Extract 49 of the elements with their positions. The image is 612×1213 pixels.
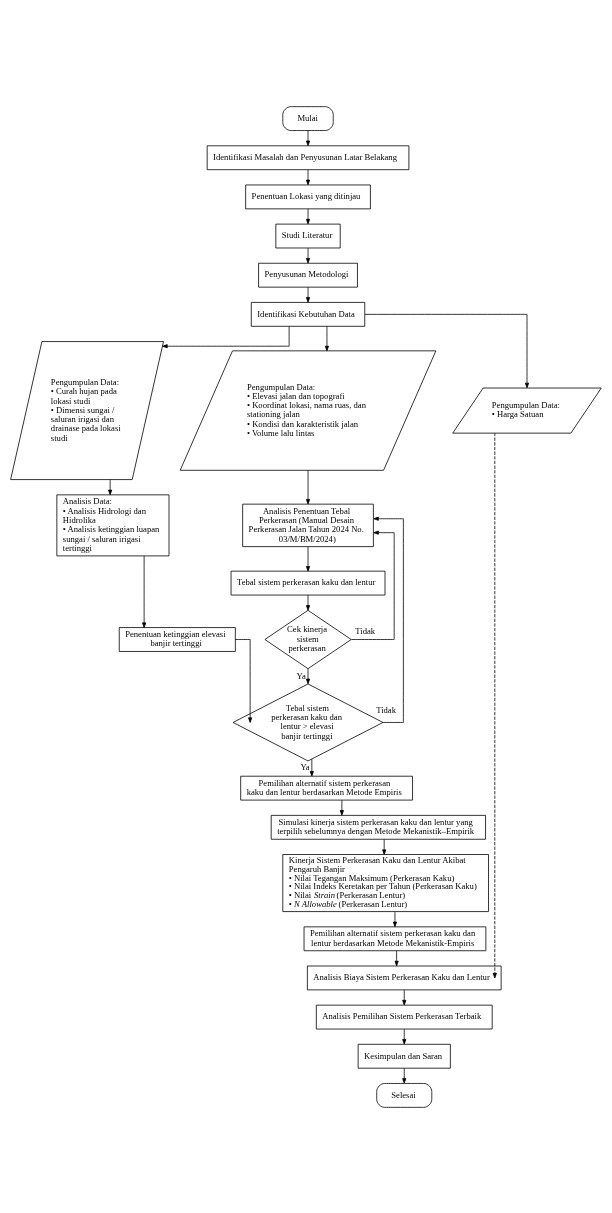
arrow	[402, 989, 407, 1005]
arrow	[306, 129, 311, 146]
node-box: Analisis Pemilihan Sistem Perkerasan Terbaik	[315, 1004, 493, 1029]
edge-label: Ya	[300, 761, 310, 772]
arrow	[492, 432, 497, 978]
node-box: Penentuan Lokasi yang ditinjau	[245, 184, 371, 209]
node-box: Kinerja Sistem Perkerasan Kaku dan Lentur Akibat Pengaruh Banjir • Nilai Tegangan Maksimum (Perkerasan Kaku) • Nilai Indeks Keretakan per Tahun (Perkerasan Kaku) • Nilai Strain (Perkerasan Lentur) • N Allowable (Perkerasan Lentur)	[282, 853, 489, 912]
arrow	[306, 667, 311, 684]
arrow	[162, 325, 290, 348]
node-box: Analisis Data: • Analisis Hidrologi dan Hidrolika • Analisis ketinggian luapan sungai / saluran irigasi tertinggi	[56, 493, 170, 556]
node-box: Identifikasi Kebutuhan Data	[250, 301, 366, 327]
arrow	[350, 530, 395, 640]
arrow	[306, 168, 311, 185]
edge-label: Ya	[296, 670, 306, 681]
node-box: Tebal sistem perkerasan kaku dan lentur	[230, 570, 386, 595]
edge-label: Tidak	[355, 625, 376, 636]
arrow	[373, 516, 404, 723]
node-box: Simulasi kinerja sistem perkerasan kaku dan lentur yang terpilih sebelumnya dengan Metode Mekanistik–Empirik	[270, 814, 486, 840]
arrow	[306, 469, 311, 504]
arrow	[306, 247, 311, 263]
arrow	[324, 325, 329, 351]
arrow	[306, 207, 311, 224]
node-box: Identifikasi Masalah dan Penyusunan Latar Belakang	[206, 144, 410, 170]
edge-label: Tidak	[376, 704, 396, 715]
node-box: Pemilihan alternatif sistem perkerasan kaku dan lentur berdasarkan Metode Mekanistik-Empiris	[303, 925, 487, 951]
arrow	[402, 1067, 407, 1084]
arrow	[142, 555, 147, 628]
arrow	[306, 546, 311, 572]
node-box: Analisis Penentuan Tebal Perkerasan (Manual Desain Perkerasan Jalan Tahun 2024 No. 03/M/BM/2024)	[242, 503, 374, 547]
node-box: Kesimpulan dan Saran	[357, 1043, 451, 1069]
arrow	[339, 799, 344, 816]
node-diamond: Cek kinerja sistem perkerasan	[264, 609, 352, 669]
arrow	[402, 1028, 407, 1044]
arrow	[382, 838, 387, 855]
arrow	[306, 286, 311, 303]
node-box: Analisis Biaya Sistem Perkerasan Kaku dan Lentur	[306, 965, 502, 990]
arrow	[364, 313, 530, 388]
arrow	[235, 638, 253, 723]
node-box: Penyusunan Metodologi	[258, 262, 358, 288]
arrow	[394, 949, 399, 966]
node-box: Selesai	[376, 1082, 433, 1108]
arrow	[108, 478, 113, 495]
node-box: Penentuan ketinggian elevasi banjir tertinggi	[118, 626, 236, 652]
arrow	[392, 911, 397, 927]
node-box: Studi Literatur	[275, 223, 341, 248]
node-box: Mulai	[282, 105, 334, 131]
node-box: Pemilihan alternatif sistem perkerasan kaku dan lentur berdasarkan Metode Empiris	[240, 775, 413, 800]
arrow	[309, 758, 314, 776]
arrow	[306, 594, 311, 611]
